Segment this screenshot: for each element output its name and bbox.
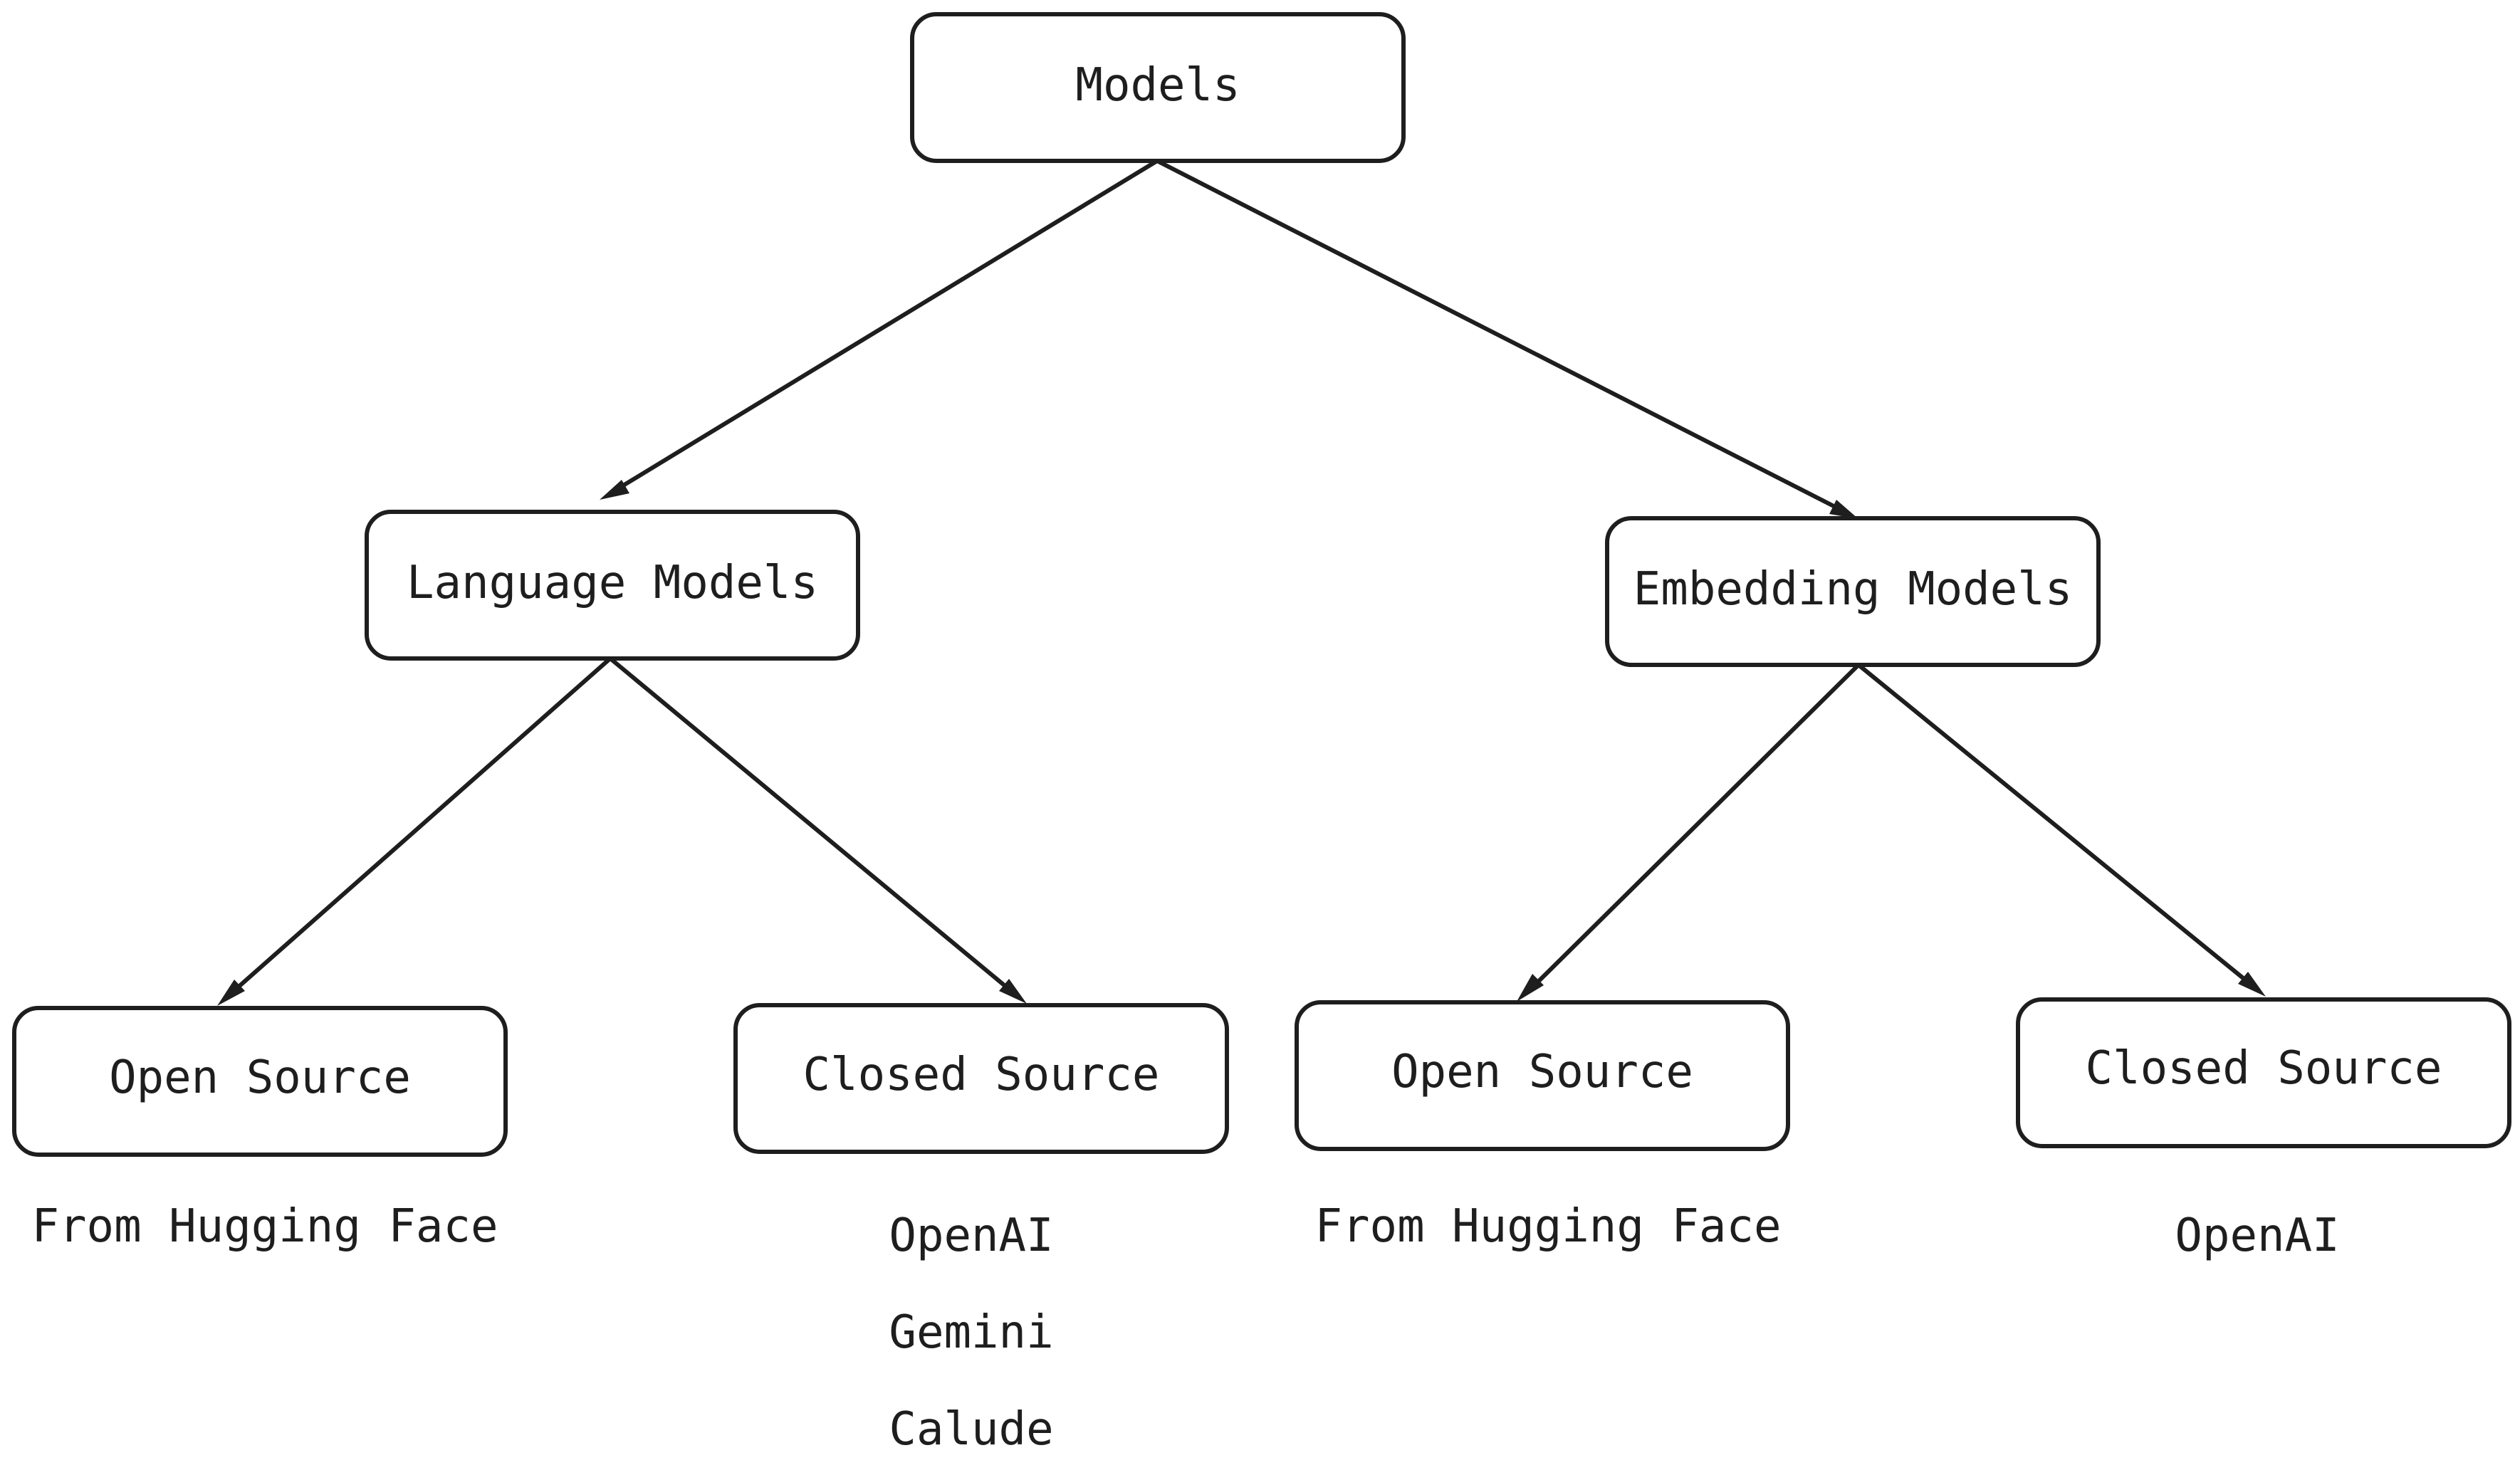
node-embedding-models-label: Embedding Models bbox=[1633, 563, 2073, 616]
node-models: Models bbox=[910, 12, 1406, 163]
node-em-closed-source-label: Closed Source bbox=[2086, 1042, 2442, 1095]
node-embedding-models: Embedding Models bbox=[1605, 516, 2101, 667]
node-models-label: Models bbox=[1075, 59, 1240, 112]
node-language-models-box bbox=[365, 510, 860, 661]
edge-models-to-language-models bbox=[612, 159, 1159, 493]
node-language-models: Language Models bbox=[365, 510, 860, 661]
node-em-closed-source-box bbox=[2016, 997, 2511, 1148]
arrowhead-em-open-source bbox=[1517, 974, 1544, 1002]
note-em-closed-source-1: OpenAI bbox=[2175, 1209, 2339, 1262]
arrowhead-embedding-models bbox=[1829, 500, 1858, 519]
edge-language-models-to-closed-source bbox=[608, 656, 1013, 993]
arrowhead-em-closed-source bbox=[2238, 972, 2266, 997]
notes: From Hugging Face OpenAI Gemini Calude F… bbox=[31, 1200, 2339, 1456]
node-lm-closed-source: Closed Source bbox=[733, 1003, 1229, 1154]
node-em-open-source-box bbox=[1295, 1000, 1790, 1151]
edge-embedding-models-to-closed-source bbox=[1856, 663, 2252, 986]
edge-embedding-models-to-open-source bbox=[1529, 663, 1861, 991]
node-lm-open-source: Open Source bbox=[12, 1006, 508, 1157]
edge-models-to-embedding-models bbox=[1155, 159, 1844, 513]
node-em-closed-source: Closed Source bbox=[2016, 997, 2511, 1148]
node-lm-open-source-box bbox=[12, 1006, 508, 1157]
node-lm-closed-source-box bbox=[733, 1003, 1229, 1154]
arrowhead-language-models bbox=[600, 480, 629, 500]
edges bbox=[217, 159, 2266, 1006]
edge-language-models-to-open-source bbox=[229, 656, 612, 995]
node-em-open-source: Open Source bbox=[1295, 1000, 1790, 1151]
node-embedding-models-box bbox=[1605, 516, 2101, 667]
node-lm-open-source-label: Open Source bbox=[109, 1051, 411, 1104]
node-em-open-source-label: Open Source bbox=[1391, 1046, 1693, 1098]
arrowhead-lm-closed-source bbox=[999, 979, 1027, 1004]
node-language-models-label: Language Models bbox=[407, 557, 818, 609]
note-em-open-source-1: From Hugging Face bbox=[1314, 1200, 1781, 1253]
node-lm-closed-source-label: Closed Source bbox=[803, 1049, 1160, 1101]
note-lm-closed-source-2: Gemini bbox=[889, 1306, 1053, 1359]
arrowhead-lm-open-source bbox=[217, 980, 245, 1006]
note-lm-closed-source-1: OpenAI bbox=[889, 1209, 1053, 1262]
node-models-box bbox=[910, 12, 1406, 163]
note-lm-closed-source-3: Calude bbox=[889, 1403, 1053, 1456]
note-lm-open-source-1: From Hugging Face bbox=[31, 1200, 498, 1253]
